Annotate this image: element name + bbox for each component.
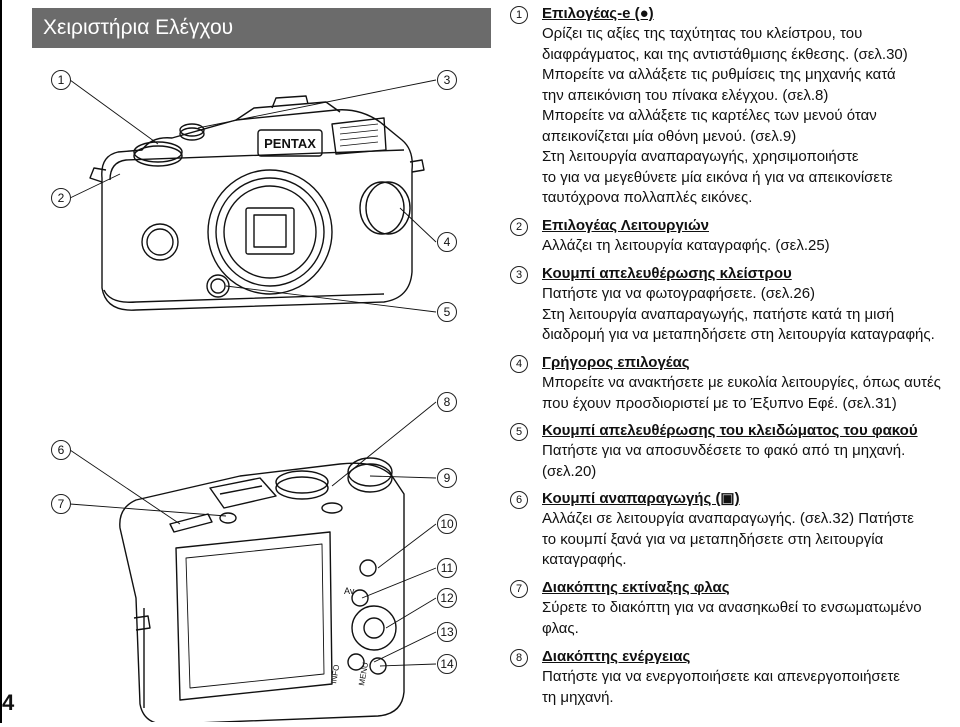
- item-text: την απεικόνιση του πίνακα ελέγχου. (σελ.…: [542, 86, 829, 104]
- callout-8: 8: [437, 392, 457, 412]
- callout-10: 10: [437, 514, 457, 534]
- callout-1: 1: [51, 70, 71, 90]
- item-number: 1: [510, 6, 528, 24]
- callout-13: 13: [437, 622, 457, 642]
- item-text: Μπορείτε να αλλάξετε τις καρτέλες των με…: [542, 107, 877, 124]
- info-label: INFO: [329, 664, 341, 684]
- item-text: φλας.: [542, 619, 579, 637]
- item-text: (σελ.20): [542, 462, 597, 480]
- item-text: Πατήστε για να ενεργοποιήσετε και απενερ…: [542, 668, 900, 685]
- callout-11: 11: [437, 558, 457, 578]
- camera-front-view: [89, 95, 425, 311]
- item-text: διαδρομή για να μεταπηδήσετε στη λειτουρ…: [542, 326, 935, 343]
- section-title: Χειριστήρια Ελέγχου: [32, 8, 491, 48]
- item-text: καταγραφής.: [542, 551, 627, 568]
- item-text: ταυτόχρονα πολλαπλές εικόνες.: [542, 189, 753, 206]
- callout-3: 3: [437, 70, 457, 90]
- av-label: Av: [344, 586, 355, 596]
- item-text: Πατήστε για να φωτογραφήσετε. (σελ.26): [542, 285, 816, 302]
- item-number: 8: [510, 649, 528, 667]
- item-text: Μπορείτε να ανακτήσετε με ευκολία λειτου…: [542, 374, 941, 391]
- item-number: 7: [510, 580, 528, 598]
- item-title: Επιλογέας Λειτουργιών: [542, 217, 709, 234]
- item-title: Διακόπτης ενέργειας: [542, 648, 691, 665]
- item-text: Αλλάζει σε λειτουργία αναπαραγωγής. (σελ…: [542, 510, 914, 527]
- menu-label: MENU: [357, 661, 370, 686]
- callout-4: 4: [437, 232, 457, 252]
- item-text: το κουμπί ξανά για να μεταπηδήσετε στη λ…: [542, 530, 884, 548]
- item-title: Διακόπτης εκτίναξης φλας: [542, 579, 730, 596]
- callout-12: 12: [437, 588, 457, 608]
- item-title: Κουμπί απελευθέρωσης του κλειδώματος του…: [542, 422, 918, 439]
- item-text: Στη λειτουργία αναπαραγωγής, πατήστε κατ…: [542, 305, 895, 323]
- item-number: 6: [510, 491, 528, 509]
- item-text: απεικονίζεται μία οθόνη μενού. (σελ.9): [542, 127, 797, 145]
- brand-label: PENTAX: [264, 136, 316, 151]
- item-text: Μπορείτε να αλλάξετε τις ρυθμίσεις της μ…: [542, 66, 896, 83]
- callout-6: 6: [51, 440, 71, 460]
- item-text: Αλλάζει τη λειτουργία καταγραφής. (σελ.2…: [542, 237, 830, 254]
- camera-line-drawing: PENTAX Av INFO MENU: [69, 79, 437, 725]
- callout-7: 7: [51, 494, 71, 514]
- callout-leaders: [69, 79, 437, 667]
- callout-5: 5: [437, 302, 457, 322]
- callout-14: 14: [437, 654, 457, 674]
- item-text: Στη λειτουργία αναπαραγωγής, χρησιμοποιή…: [542, 148, 859, 165]
- camera-illustration: PENTAX Av INFO MENU 1 2 3 4 5 6 7 8 9 10…: [40, 58, 480, 725]
- callout-9: 9: [437, 468, 457, 488]
- item-number: 4: [510, 355, 528, 373]
- item-number: 5: [510, 423, 528, 441]
- item-text: το για να μεγεθύνετε μία εικόνα ή για να…: [542, 168, 893, 186]
- item-number: 3: [510, 266, 528, 284]
- callout-2: 2: [51, 188, 71, 208]
- item-title: Γρήγορος επιλογέας: [542, 354, 690, 371]
- item-text: που έχουν προσδιοριστεί με το Έξυπνο Εφέ…: [542, 394, 897, 412]
- item-title: Κουμπί απελευθέρωσης κλείστρου: [542, 265, 792, 282]
- item-text: τη μηχανή.: [542, 688, 614, 706]
- page-edge-rule: [0, 0, 2, 723]
- item-text: διαφράγματος, και της αντιστάθμισης έκθε…: [542, 45, 908, 63]
- item-number: 2: [510, 218, 528, 236]
- item-text: Ορίζει τις αξίες της ταχύτητας του κλείσ…: [542, 25, 863, 42]
- item-text: Σύρετε το διακόπτη για να ανασηκωθεί το …: [542, 599, 922, 616]
- item-title: Επιλογέας-e (●): [542, 5, 654, 22]
- item-text: Πατήστε για να αποσυνδέσετε το φακό από …: [542, 442, 906, 459]
- item-title: Κουμπί αναπαραγωγής (▣): [542, 490, 740, 507]
- page-number: 4: [2, 690, 15, 715]
